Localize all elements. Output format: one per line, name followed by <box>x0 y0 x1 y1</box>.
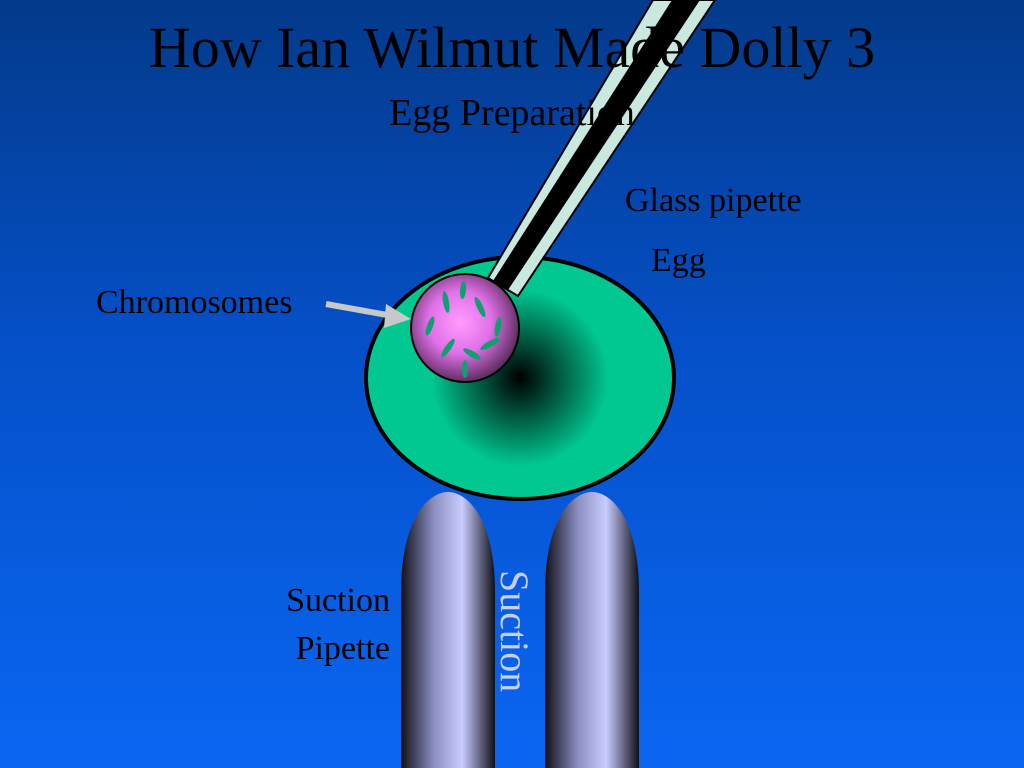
chromosomes-label: Chromosomes <box>96 284 293 321</box>
suction-pipette-label-line2: Pipette <box>295 630 390 667</box>
suction-pipette-label: Suction Pipette <box>240 577 390 673</box>
glass-pipette <box>486 0 717 298</box>
suction-pipette-label-line1: Suction <box>286 582 390 619</box>
slide-title: How Ian Wilmut Made Dolly 3 <box>148 15 876 80</box>
chromosomes-arrow <box>325 301 411 328</box>
slide-subtitle: Egg Preparation <box>389 92 635 134</box>
chromosomes <box>425 281 502 378</box>
egg-label: Egg <box>651 242 706 279</box>
suction-pipette-left <box>401 492 495 768</box>
suction-pipette-right <box>545 492 639 768</box>
glass-pipette-label: Glass pipette <box>625 182 802 219</box>
suction-pipette <box>401 492 639 768</box>
suction-label: Suction <box>492 570 537 693</box>
nucleus <box>410 273 520 383</box>
